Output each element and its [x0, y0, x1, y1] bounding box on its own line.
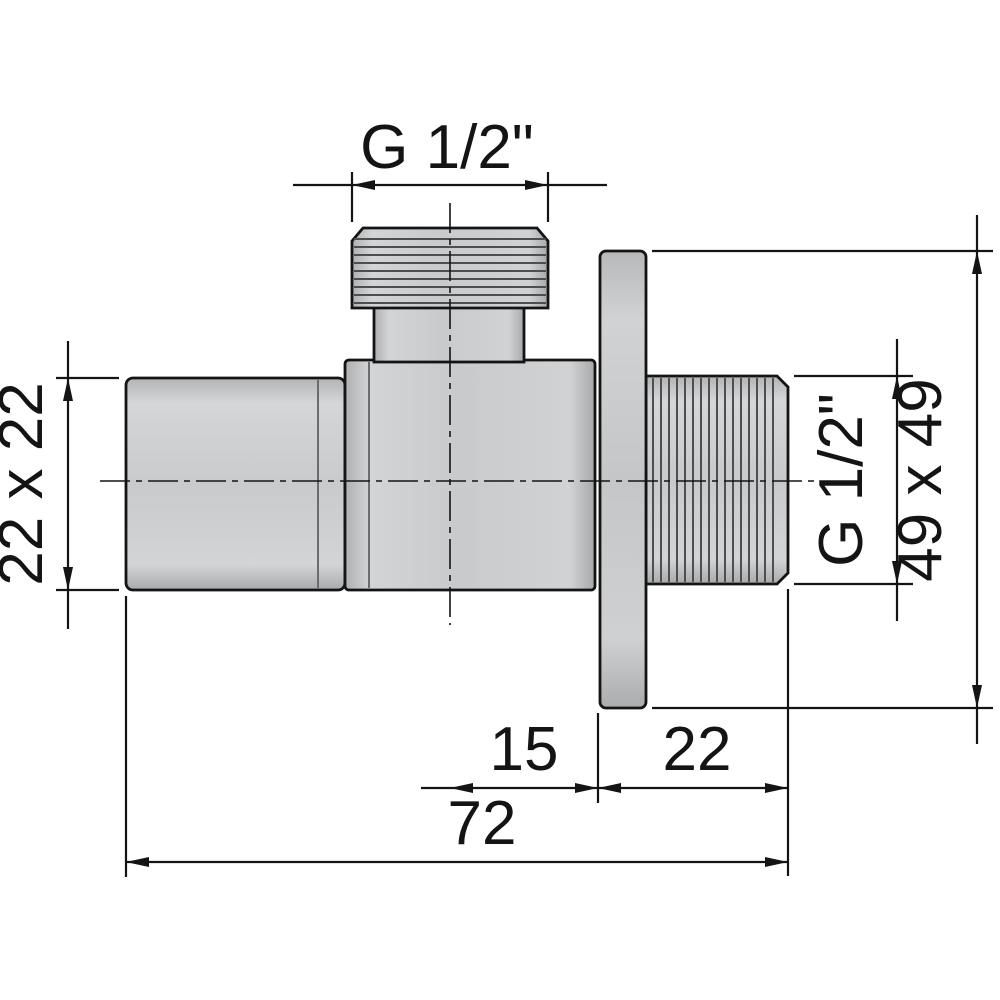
wall-flange: [598, 249, 648, 710]
centerlines: [100, 203, 816, 625]
dim-label-overall-length: 72: [448, 789, 517, 858]
dimension-arrow: [575, 783, 598, 793]
dimension-arrow: [63, 378, 73, 401]
dim-top-thread: G 1/2": [293, 113, 607, 222]
dim-outlet-thread: G 1/2": [794, 339, 913, 621]
dimension-arrow: [765, 783, 788, 793]
dim-label-outlet-thread: G 1/2": [807, 393, 876, 567]
dim-label-wall-to-end: 22: [663, 715, 732, 784]
valve-parts: [124, 226, 790, 710]
dim-label-top-thread: G 1/2": [360, 113, 534, 182]
dimension-arrow: [598, 783, 621, 793]
dimension-arrow: [892, 376, 902, 399]
dim-wall-to-end: 22: [596, 589, 790, 876]
dimension-arrow: [450, 783, 473, 793]
dimension-arrow: [765, 857, 788, 867]
inlet-neck: [372, 304, 526, 364]
dimension-arrow: [892, 561, 902, 584]
dim-flange: 49 x 49: [652, 215, 993, 744]
dim-overall-length: 72: [124, 596, 788, 877]
dimension-arrow: [63, 567, 73, 590]
dim-axis-to-wall: 15: [421, 715, 598, 793]
dim-label-axis-to-wall: 15: [490, 715, 559, 784]
dimension-arrow: [972, 251, 982, 274]
dimensions: G 1/2" 22 x 22 G 1/2" 49 x 49: [0, 113, 993, 877]
outlet-pipe: [644, 374, 790, 586]
dim-label-handle-section: 22 x 22: [0, 382, 56, 585]
dimension-arrow: [126, 857, 149, 867]
dimension-arrow: [352, 180, 375, 190]
valve-body: [343, 358, 597, 592]
dimension-arrow: [525, 180, 548, 190]
valve-handle: [124, 376, 347, 592]
dimension-arrow: [972, 685, 982, 708]
dim-label-flange: 49 x 49: [886, 378, 955, 581]
dim-handle-section: 22 x 22: [0, 341, 119, 629]
outlet-thread-lines: [652, 378, 774, 582]
